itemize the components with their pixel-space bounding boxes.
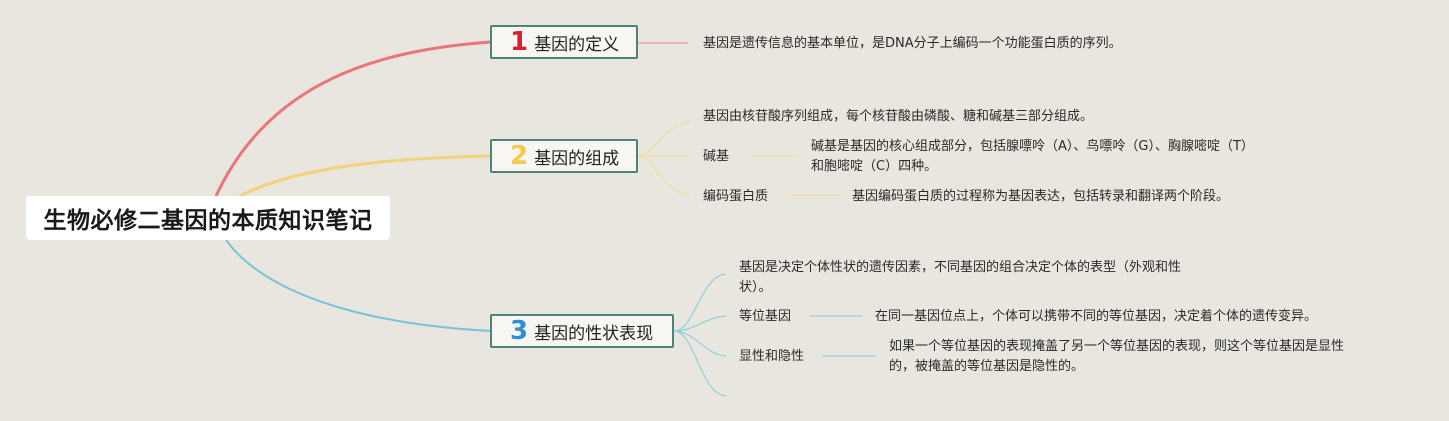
link-b2-item3 bbox=[637, 155, 691, 196]
root-topic[interactable]: 生物必修二基因的本质知识笔记 bbox=[26, 196, 390, 240]
branch-gene-composition[interactable]: 2 基因的组成 bbox=[490, 139, 638, 173]
dominance-detail-line-1: 如果一个等位基因的表现掩盖了另一个等位基因的表现，则这个等位基因是显性 bbox=[889, 339, 1345, 354]
base-detail[interactable]: 碱基是基因的核心组成部分，包括腺嘌呤（A）、鸟嘌呤（G）、胸腺嘧啶（T） 和胞嘧… bbox=[811, 137, 1254, 177]
number-2-icon: 2 bbox=[510, 141, 529, 171]
link-b3-item1 bbox=[673, 273, 727, 332]
branch-label: 基因的组成 bbox=[534, 148, 620, 169]
dominance-label[interactable]: 显性和隐性 bbox=[739, 349, 805, 364]
branch-gene-traits[interactable]: 3 基因的性状表现 bbox=[490, 314, 674, 348]
allele-detail[interactable]: 在同一基因位点上，个体可以携带不同的等位基因，决定着个体的遗传变异。 bbox=[875, 309, 1318, 324]
dominance-detail-line-2: 的，被掩盖的等位基因是隐性的。 bbox=[889, 359, 1085, 374]
link-b3-item2 bbox=[673, 315, 727, 332]
link-b2-item1 bbox=[637, 121, 691, 157]
traits-text[interactable]: 基因是决定个体性状的遗传因素，不同基因的组合决定个体的表型（外观和性 状）。 bbox=[739, 258, 1181, 298]
branch-gene-definition[interactable]: 1 基因的定义 bbox=[490, 25, 638, 59]
protein-coding-detail[interactable]: 基因编码蛋白质的过程称为基因表达，包括转录和翻译两个阶段。 bbox=[852, 189, 1230, 204]
dominance-detail[interactable]: 如果一个等位基因的表现掩盖了另一个等位基因的表现，则这个等位基因是显性 的，被掩… bbox=[889, 337, 1344, 377]
branch-label: 基因的定义 bbox=[534, 34, 620, 55]
base-detail-line-1: 碱基是基因的核心组成部分，包括腺嘌呤（A）、鸟嘌呤（G）、胸腺嘧啶（T） bbox=[811, 139, 1254, 154]
base-label[interactable]: 碱基 bbox=[703, 149, 730, 164]
link-b3-item3 bbox=[673, 330, 727, 357]
traits-text-line-1: 基因是决定个体性状的遗传因素，不同基因的组合决定个体的表型（外观和性 bbox=[739, 260, 1182, 275]
composition-text[interactable]: 基因由核苷酸序列组成，每个核苷酸由磷酸、糖和碱基三部分组成。 bbox=[703, 109, 1094, 124]
number-3-icon: 3 bbox=[510, 316, 529, 346]
number-1-icon: 1 bbox=[510, 27, 529, 57]
traits-text-line-2: 状）。 bbox=[739, 280, 772, 295]
definition-text[interactable]: 基因是遗传信息的基本单位，是DNA分子上编码一个功能蛋白质的序列。 bbox=[703, 36, 1122, 51]
protein-coding-label[interactable]: 编码蛋白质 bbox=[703, 189, 769, 204]
link-b3-item4 bbox=[673, 330, 727, 397]
allele-label[interactable]: 等位基因 bbox=[739, 309, 792, 324]
link-root-branch1 bbox=[214, 40, 492, 197]
link-root-branch3 bbox=[225, 239, 492, 332]
base-detail-line-2: 和胞嘧啶（C）四种。 bbox=[811, 159, 938, 174]
branch-label: 基因的性状表现 bbox=[534, 323, 654, 344]
link-root-branch2 bbox=[239, 154, 492, 198]
